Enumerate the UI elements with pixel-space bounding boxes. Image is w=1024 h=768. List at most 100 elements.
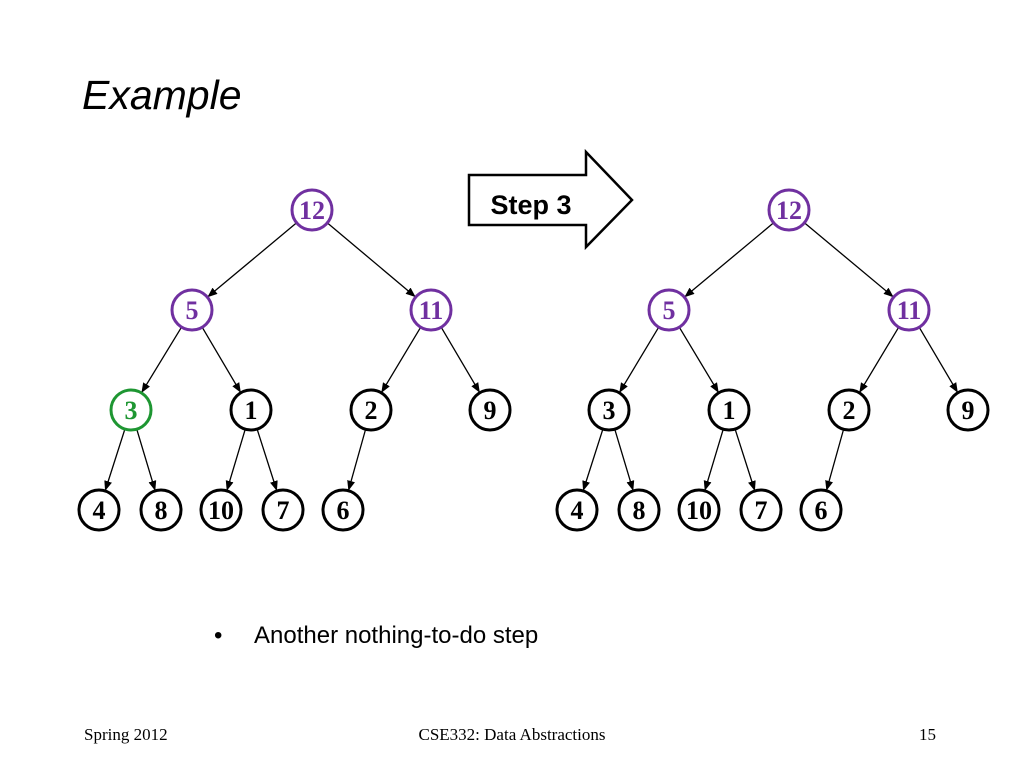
node-value: 5 bbox=[186, 296, 199, 325]
footer-course: CSE332: Data Abstractions bbox=[418, 725, 606, 744]
tree-node: 12 bbox=[290, 188, 334, 232]
node-circle bbox=[767, 188, 811, 232]
footer-page-number: 15 bbox=[919, 725, 936, 744]
tree-node: 4 bbox=[77, 488, 121, 532]
node-circle bbox=[321, 488, 365, 532]
tree-edge bbox=[136, 428, 157, 491]
tree-node: 2 bbox=[349, 388, 393, 432]
tree-edge bbox=[347, 429, 367, 491]
node-value: 3 bbox=[603, 396, 616, 425]
node-value: 8 bbox=[155, 496, 168, 525]
node-circle bbox=[199, 488, 243, 532]
bullet-text: Another nothing-to-do step bbox=[254, 622, 539, 649]
tree-edge bbox=[207, 222, 298, 298]
tree-node: 6 bbox=[321, 488, 365, 532]
node-value: 11 bbox=[897, 296, 922, 325]
tree-node: 9 bbox=[468, 388, 512, 432]
node-value: 9 bbox=[484, 396, 497, 425]
tree-node: 9 bbox=[946, 388, 990, 432]
node-circle bbox=[229, 388, 273, 432]
bullet-symbol: • bbox=[214, 622, 223, 649]
tree-edge bbox=[825, 429, 845, 491]
node-circle bbox=[887, 288, 931, 332]
tree-node: 7 bbox=[261, 488, 305, 532]
node-value: 1 bbox=[723, 396, 736, 425]
tree-node: 4 bbox=[555, 488, 599, 532]
tree-edge bbox=[734, 428, 756, 491]
tree-edge bbox=[803, 222, 894, 298]
node-circle bbox=[170, 288, 214, 332]
node-circle bbox=[647, 288, 691, 332]
node-circle bbox=[409, 288, 453, 332]
tree-node: 7 bbox=[739, 488, 783, 532]
tree-edge bbox=[619, 326, 660, 393]
node-value: 9 bbox=[962, 396, 975, 425]
node-circle bbox=[799, 488, 843, 532]
node-value: 10 bbox=[208, 496, 234, 525]
step-arrow-shape bbox=[467, 148, 634, 251]
tree-node: 10 bbox=[199, 488, 243, 532]
node-value: 6 bbox=[815, 496, 828, 525]
node-value: 2 bbox=[843, 396, 856, 425]
tree-node: 8 bbox=[139, 488, 183, 532]
tree-node: 8 bbox=[617, 488, 661, 532]
node-circle bbox=[617, 488, 661, 532]
node-value: 12 bbox=[776, 196, 802, 225]
node-circle bbox=[946, 388, 990, 432]
node-circle bbox=[77, 488, 121, 532]
tree-edge bbox=[256, 428, 278, 491]
node-circle bbox=[109, 388, 153, 432]
tree-edge bbox=[201, 326, 241, 393]
tree-edge bbox=[678, 326, 719, 393]
node-value: 7 bbox=[277, 496, 290, 525]
tree-node: 11 bbox=[409, 288, 453, 332]
node-circle bbox=[555, 488, 599, 532]
node-value: 12 bbox=[299, 196, 325, 225]
node-circle bbox=[468, 388, 512, 432]
tree-edge bbox=[918, 326, 958, 393]
tree-edge bbox=[141, 326, 183, 393]
tree-node: 2 bbox=[827, 388, 871, 432]
tree-node: 5 bbox=[647, 288, 691, 332]
node-value: 6 bbox=[337, 496, 350, 525]
tree-node: 11 bbox=[887, 288, 931, 332]
node-circle bbox=[349, 388, 393, 432]
node-circle bbox=[677, 488, 721, 532]
node-circle bbox=[707, 388, 751, 432]
tree-node: 6 bbox=[799, 488, 843, 532]
tree-node: 1 bbox=[229, 388, 273, 432]
bullet-item: • Another nothing-to-do step bbox=[214, 622, 538, 650]
tree-node: 1 bbox=[707, 388, 751, 432]
tree-node: 3 bbox=[109, 388, 153, 432]
footer-date: Spring 2012 bbox=[84, 725, 168, 744]
node-value: 3 bbox=[125, 396, 138, 425]
node-value: 10 bbox=[686, 496, 712, 525]
tree-node: 10 bbox=[677, 488, 721, 532]
node-value: 5 bbox=[663, 296, 676, 325]
node-circle bbox=[261, 488, 305, 532]
node-circle bbox=[139, 488, 183, 532]
node-circle bbox=[290, 188, 334, 232]
tree-edge bbox=[582, 428, 604, 491]
tree-edge bbox=[104, 428, 126, 491]
slide-title: Example bbox=[82, 72, 242, 118]
node-circle bbox=[827, 388, 871, 432]
node-circle bbox=[739, 488, 783, 532]
node-value: 4 bbox=[93, 496, 106, 525]
node-value: 4 bbox=[571, 496, 584, 525]
step-label: Step 3 bbox=[490, 190, 571, 220]
step-arrow: Step 3 bbox=[467, 148, 634, 251]
node-value: 8 bbox=[633, 496, 646, 525]
node-value: 1 bbox=[245, 396, 258, 425]
tree-node: 12 bbox=[767, 188, 811, 232]
tree-edge bbox=[326, 222, 416, 298]
tree-edge bbox=[684, 222, 775, 298]
node-value: 2 bbox=[365, 396, 378, 425]
tree-edge bbox=[703, 428, 724, 491]
tree-edge bbox=[225, 428, 246, 491]
tree-edge bbox=[440, 326, 480, 393]
tree-edge bbox=[614, 428, 635, 491]
